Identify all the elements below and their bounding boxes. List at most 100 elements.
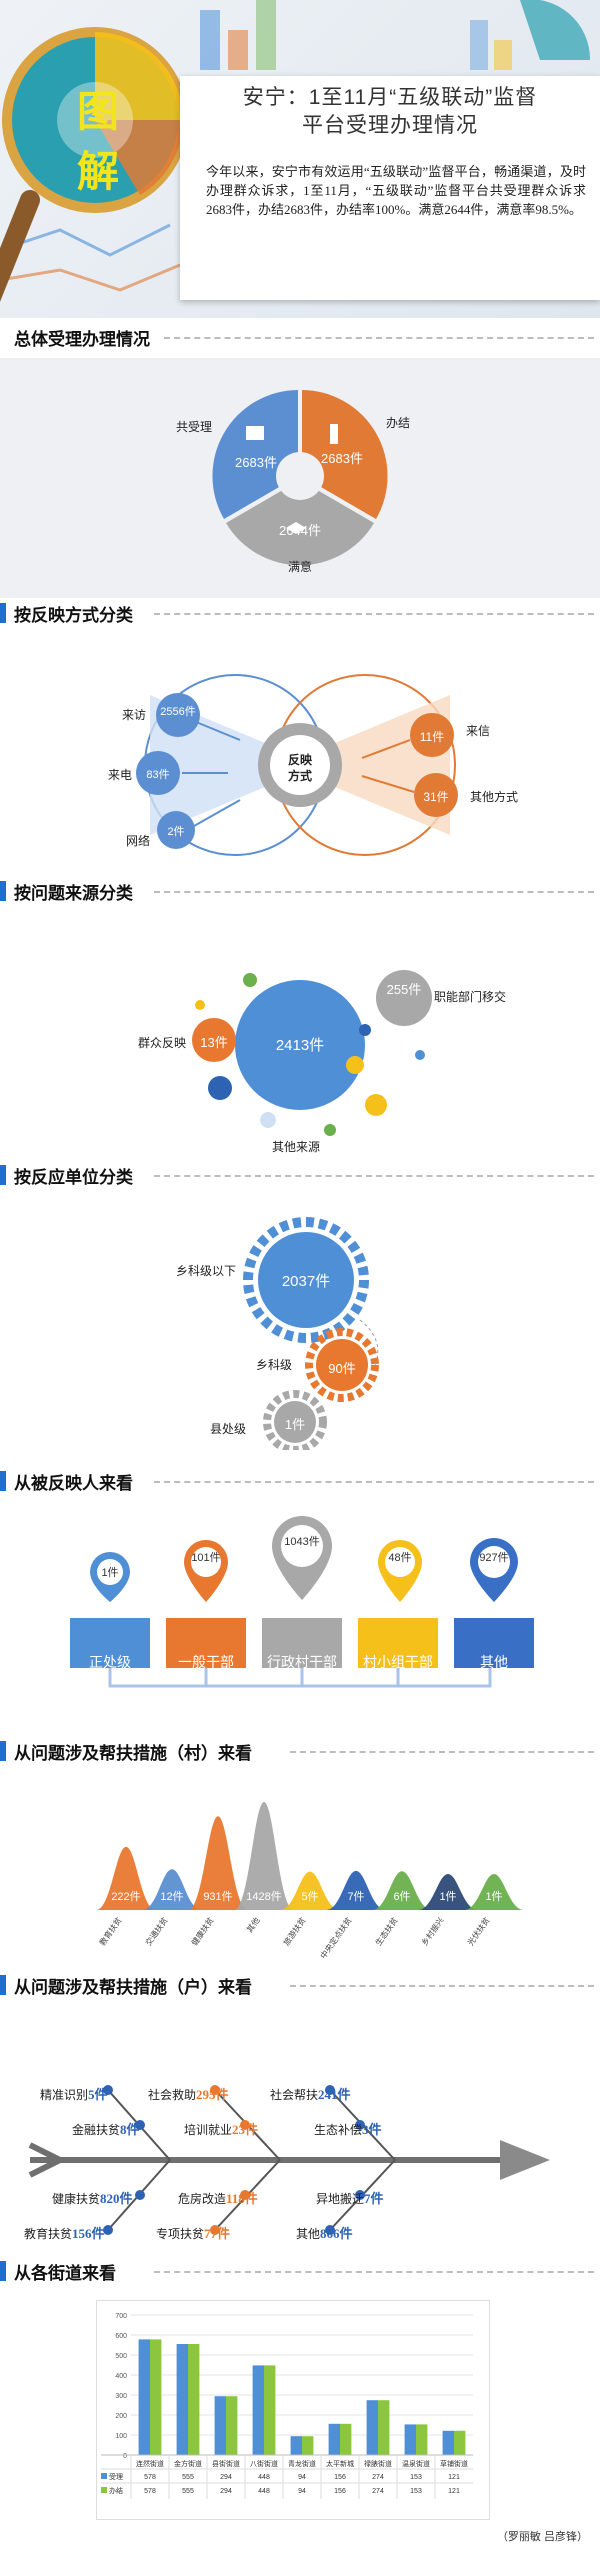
completed-segment: [302, 390, 388, 519]
divider: [154, 1481, 594, 1483]
section-village: 从问题涉及帮扶措施（村）来看: [0, 1736, 600, 1766]
section-bar: [0, 881, 6, 901]
household-item: 危房改造118件: [178, 2188, 258, 2207]
section-household: 从问题涉及帮扶措施（户）来看: [0, 1970, 600, 2000]
person-4-value: 927件: [479, 1552, 509, 1564]
section-title: 从各街道来看: [14, 2264, 116, 2283]
data-label: 578: [144, 2474, 156, 2481]
data-label: 121: [448, 2488, 460, 2495]
household-item: 教育扶贫156件: [24, 2223, 105, 2242]
y-tick-label: 400: [115, 2373, 127, 2380]
person-0-value: 1件: [101, 1567, 119, 1579]
village-value: 1428件: [246, 1890, 281, 1903]
y-tick-label: 200: [115, 2413, 127, 2420]
x-tick-label: 青龙街道: [288, 2459, 316, 2468]
unit-below-label: 乡科级以下: [176, 1264, 237, 1278]
channel-phone-label: 来电: [108, 768, 133, 782]
data-label: 448: [258, 2474, 270, 2481]
village-category-label: 其他: [244, 1915, 261, 1934]
handshake-icon: [286, 522, 306, 534]
village-category-label: 光伏扶贫: [465, 1915, 492, 1947]
household-item: 健康扶贫820件: [52, 2188, 133, 2207]
data-label: 94: [298, 2488, 306, 2495]
bar-accepted: [214, 2396, 226, 2455]
section-bar: [0, 603, 6, 623]
channel-visit-label: 来访: [122, 708, 147, 722]
unit-section-label: 乡科级: [256, 1358, 293, 1372]
village-peak: [280, 1871, 340, 1910]
divider: [154, 1175, 594, 1177]
bar-completed: [340, 2423, 352, 2455]
source-dept-label: 职能部门移交: [434, 990, 507, 1004]
hammer-icon: [330, 424, 338, 444]
household-item-label: 其他: [296, 2227, 321, 2241]
x-tick-label: 太平新城: [326, 2459, 354, 2468]
household-item: 其他866件: [296, 2223, 353, 2242]
source-dept-value: 255件: [386, 982, 422, 997]
magnifier-icon: [0, 27, 188, 302]
completed-label: 办结: [386, 416, 411, 430]
divider: [154, 891, 594, 893]
section-units: 按反应单位分类: [0, 1160, 600, 1190]
x-tick-label: 禄脿街道: [364, 2459, 392, 2468]
section-bar: [0, 1471, 6, 1491]
section-title: 从问题涉及帮扶措施（村）来看: [14, 1744, 252, 1763]
divider: [290, 1751, 594, 1753]
bar-completed: [188, 2344, 200, 2455]
badge-char-1: 图: [76, 88, 119, 135]
divider: [154, 2271, 594, 2273]
divider: [164, 337, 594, 339]
overall-panel: 共受理 2683件 办结 2683件 2644件 满意: [0, 358, 600, 598]
household-item-value: 866件: [320, 2226, 353, 2241]
household-item-value: 23件: [232, 2122, 259, 2137]
source-main-value: 2413件: [275, 1037, 325, 1054]
header-background-art: [0, 0, 591, 292]
satisfied-segment: [226, 480, 374, 566]
person-0-label: 正处级: [89, 1654, 131, 1670]
sources-bubble-chart: [192, 970, 432, 1136]
bar-completed: [302, 2436, 314, 2455]
household-item: 培训就业23件: [184, 2119, 258, 2138]
section-bar: [0, 1741, 6, 1761]
bar-completed: [378, 2400, 390, 2455]
channel-other-label: 其他方式: [470, 790, 519, 804]
x-tick-label: 连然街道: [136, 2459, 164, 2468]
section-title: 按反映方式分类: [14, 606, 133, 625]
completed-value: 2683件: [321, 451, 363, 466]
data-label: 555: [182, 2474, 194, 2481]
household-item-label: 专项扶贫: [156, 2227, 205, 2241]
unit-below-value: 2037件: [281, 1273, 331, 1290]
village-category-label: 中央定点扶贫: [318, 1915, 354, 1960]
page-title-line-2: 平台受理办理情况: [302, 114, 478, 137]
badge-char-2: 解: [76, 148, 119, 195]
bar-accepted: [252, 2365, 264, 2455]
data-label: 294: [220, 2474, 232, 2481]
units-gear-chart: [243, 1217, 379, 1450]
section-overall: 总体受理办理情况: [0, 322, 600, 352]
satisfied-value: 2644件: [279, 523, 321, 538]
center-line-2: 方式: [287, 769, 312, 783]
channels-center-label: 反映 方式: [280, 752, 320, 784]
household-item: 异地搬迁7件: [316, 2188, 384, 2207]
household-item-value: 8件: [120, 2122, 140, 2137]
section-bar: [0, 1975, 6, 1995]
legend-label: 受理: [109, 2472, 123, 2481]
section-persons: 从被反映人来看: [0, 1466, 600, 1496]
bar-accepted: [290, 2436, 302, 2455]
household-item-label: 生态补偿: [314, 2123, 363, 2137]
household-item-label: 精准识别: [40, 2088, 89, 2102]
data-label: 94: [298, 2474, 306, 2481]
divider: [290, 1985, 594, 1987]
channels-diagram: [136, 674, 458, 856]
channel-other-value: 31件: [423, 790, 449, 804]
household-item-value: 5件: [88, 2087, 108, 2102]
household-item: 专项扶贫77件: [156, 2223, 230, 2242]
data-label: 294: [220, 2488, 232, 2495]
bar-accepted: [404, 2424, 416, 2455]
legend-label: 办结: [109, 2486, 123, 2495]
household-fishbone-diagram: [28, 2085, 550, 2235]
household-item-label: 金融扶贫: [72, 2123, 121, 2137]
page-title: 安宁：1至11月“五级联动”监督 平台受理办理情况: [180, 84, 600, 140]
source-mass-value: 13件: [200, 1035, 228, 1050]
person-4-label: 其他: [480, 1654, 508, 1670]
